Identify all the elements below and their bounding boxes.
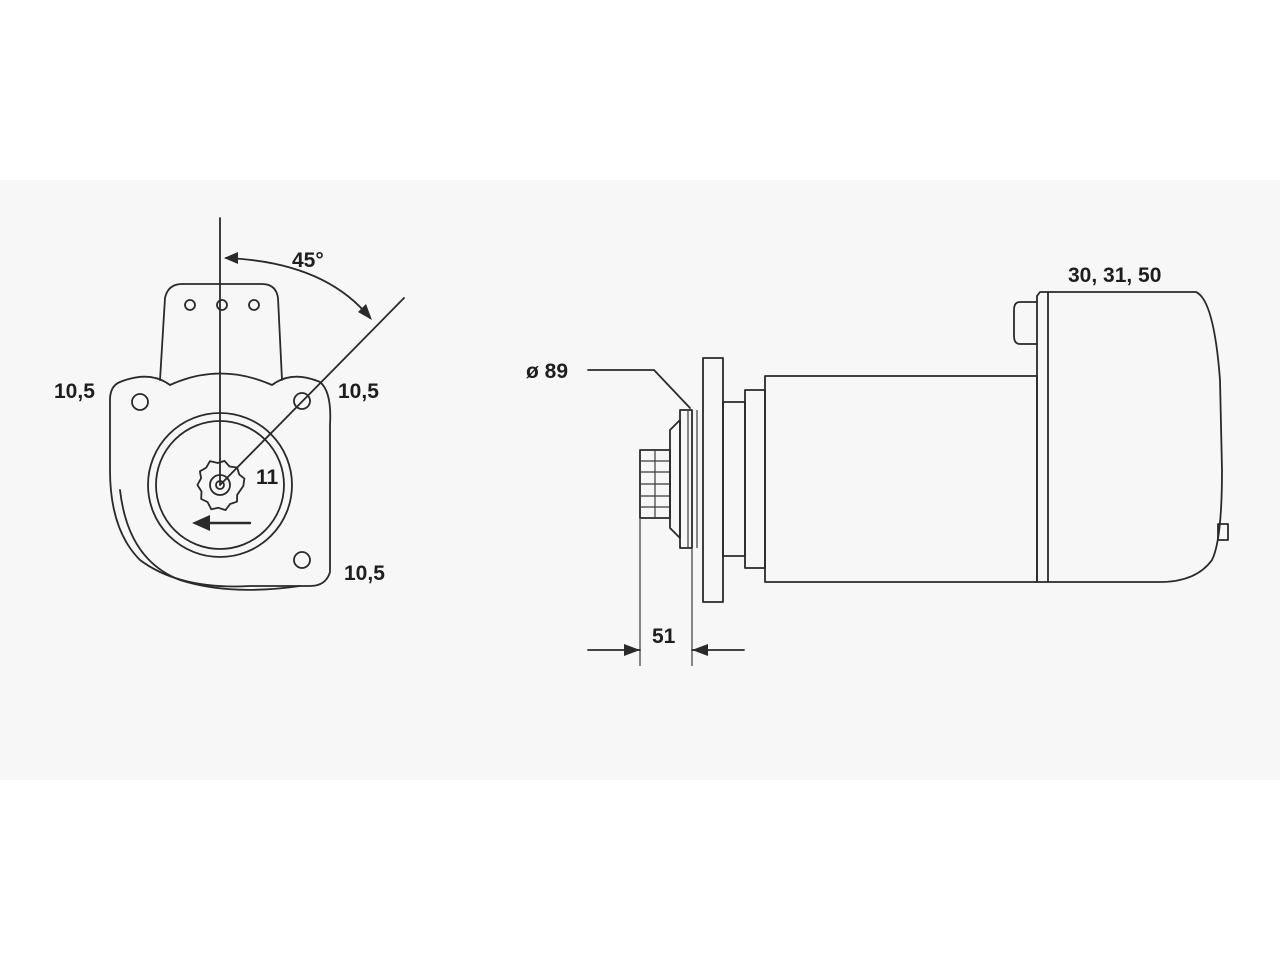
rotation-arrow-icon <box>192 515 210 531</box>
plate-hole-left <box>184 299 196 311</box>
bolt-hole-right <box>293 392 311 410</box>
pinion-hub-outer <box>209 474 231 496</box>
diagonal-45-line <box>219 297 405 486</box>
dim-arrow-right <box>692 644 708 656</box>
side-view: ø 89 30, 31, 50 51 <box>526 264 1229 666</box>
pinion-offset-label: 51 <box>652 625 676 648</box>
flange-diameter-label: ø 89 <box>526 360 568 383</box>
bolt-hole-bottom <box>293 551 311 569</box>
angle-label: 45° <box>292 249 324 272</box>
flange-lower-curve <box>119 489 301 591</box>
plate-hole-right <box>248 299 260 311</box>
hole-bottom-label: 10,5 <box>344 562 385 585</box>
bolt-hole-left <box>131 393 149 411</box>
diameter-leader-line <box>587 369 691 409</box>
top-terminal-plate <box>159 283 283 381</box>
pinion-gear-icon <box>196 460 246 511</box>
mounting-flange-outline <box>109 372 332 588</box>
terminals-label: 30, 31, 50 <box>1068 264 1161 287</box>
pinion-hub-inner <box>215 480 225 490</box>
terminal-stud-top <box>1013 301 1038 345</box>
dim-arrow-left <box>624 644 640 656</box>
angle-arrow-right <box>358 304 372 320</box>
plate-hole-center <box>216 299 228 311</box>
nose-pilot <box>679 409 693 549</box>
end-cap-outline <box>1036 291 1223 583</box>
pilot-bore-inner <box>155 420 285 550</box>
hole-left-label: 10,5 <box>54 380 95 403</box>
pinion-teeth-label: 11 <box>256 466 279 489</box>
hole-right-label: 10,5 <box>338 380 379 403</box>
angle-arrow-left <box>224 252 238 264</box>
pilot-bore-outer <box>147 412 293 558</box>
terminal-stud-rear <box>1217 523 1229 541</box>
angle-arc <box>225 257 371 319</box>
front-view: 45° 10,5 10,5 11 10,5 <box>54 217 405 591</box>
